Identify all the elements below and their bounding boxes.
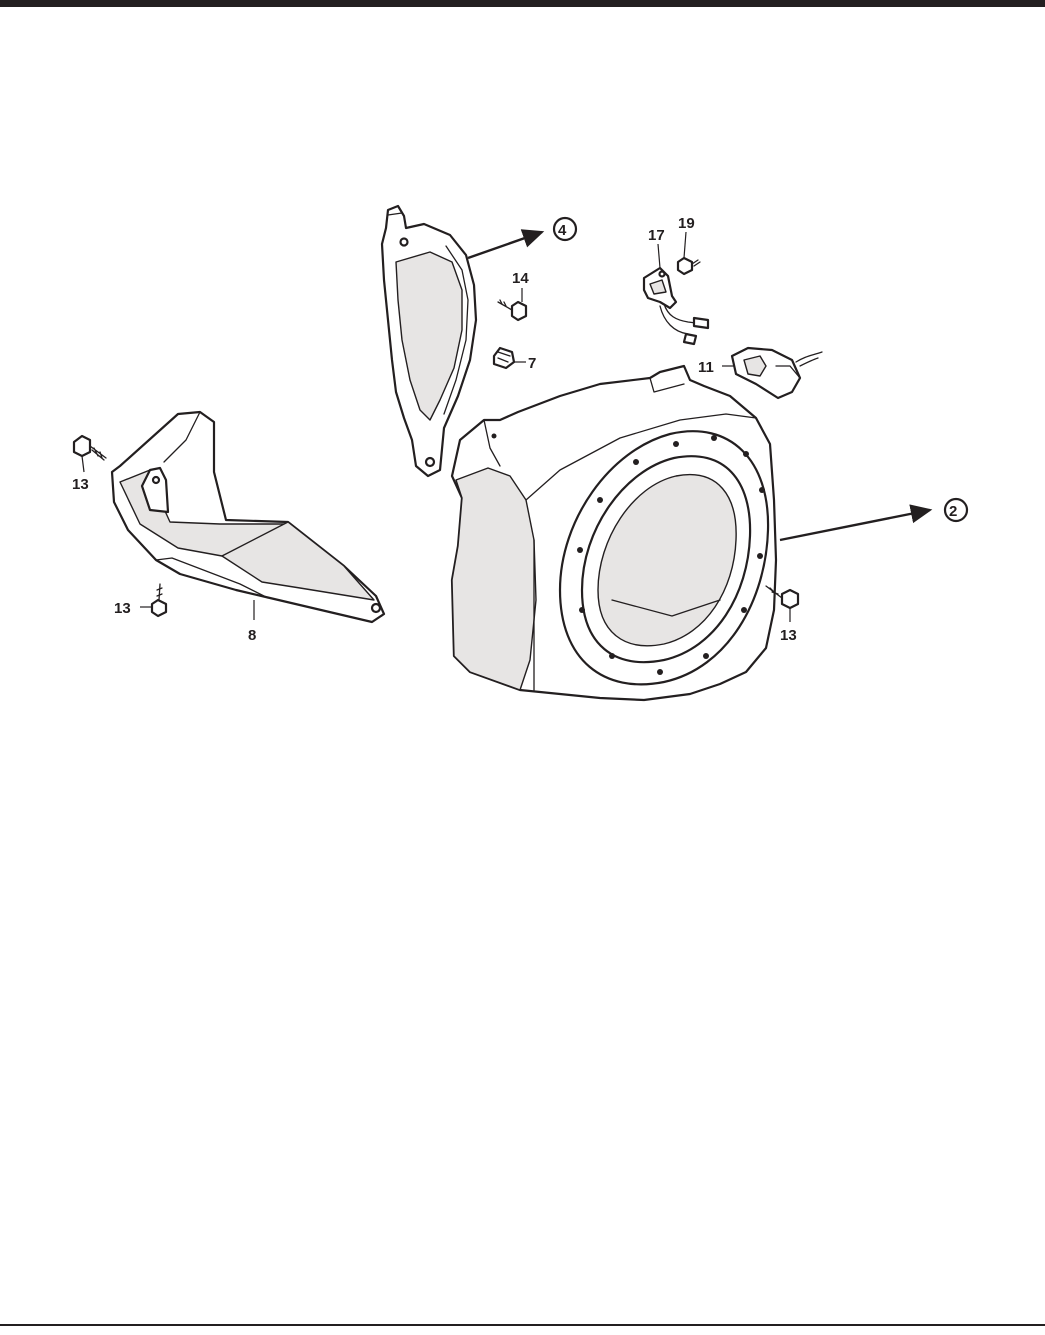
callout-4: 4 bbox=[558, 222, 567, 239]
clip-7 bbox=[494, 348, 514, 368]
upper-shroud bbox=[382, 206, 476, 476]
bottom-rule bbox=[0, 1324, 1045, 1326]
bottom-shroud bbox=[112, 412, 384, 622]
callout-11: 11 bbox=[698, 359, 714, 376]
callout-2: 2 bbox=[949, 503, 957, 520]
callout-8: 8 bbox=[248, 627, 256, 644]
callout-13-right: 13 bbox=[780, 627, 797, 644]
bolt-19 bbox=[678, 258, 700, 274]
fan-cover bbox=[452, 366, 776, 700]
callout-17: 17 bbox=[648, 227, 665, 244]
callout-7: 7 bbox=[528, 355, 536, 372]
bolt-13-left-bottom bbox=[152, 584, 166, 616]
callout-13-left-bottom: 13 bbox=[114, 600, 131, 617]
bolt-13-left-top bbox=[74, 436, 106, 460]
oil-sensor-11 bbox=[732, 348, 822, 398]
bolt-14 bbox=[498, 300, 526, 320]
callout-14: 14 bbox=[512, 270, 529, 287]
callout-19: 19 bbox=[678, 215, 695, 232]
oil-alert-unit-17 bbox=[644, 268, 708, 344]
callout-13-left-top: 13 bbox=[72, 476, 89, 493]
